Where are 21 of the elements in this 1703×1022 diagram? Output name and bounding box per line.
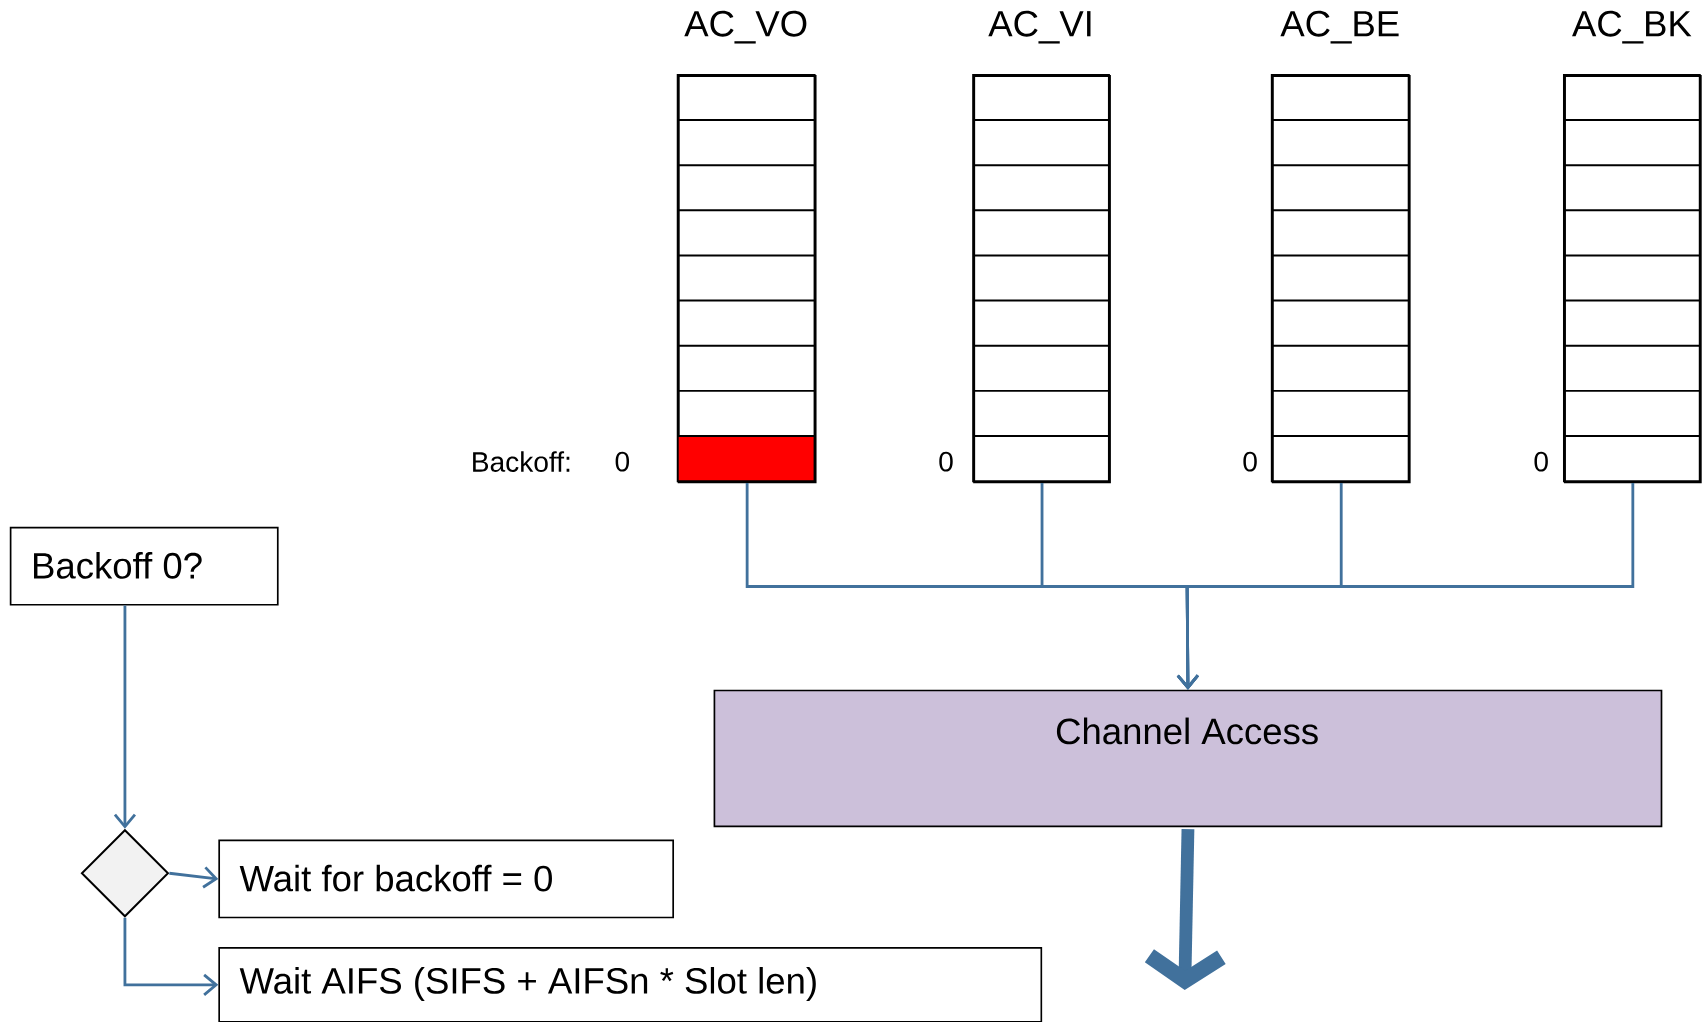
channel-access-box: Channel Access (713, 689, 1663, 828)
arrow (1176, 483, 1635, 690)
queue-drawing (972, 73, 1111, 484)
decision-box: Backoff 0? (9, 526, 279, 606)
backoff-value: 0 (1243, 451, 1257, 472)
process-box: Wait for backoff = 0 (218, 839, 674, 919)
queue-title: AC_VO (684, 10, 807, 44)
arrow (123, 917, 219, 996)
arrow (113, 605, 136, 829)
queue-title: AC_BK (1572, 10, 1692, 44)
queue-drawing (1270, 73, 1411, 484)
queue-drawing (676, 73, 817, 484)
arrow (169, 866, 219, 889)
backoff-value: 0 (615, 451, 630, 472)
queue-title: AC_VI (988, 10, 1091, 44)
backoff-value: 0 (939, 451, 953, 472)
backoff-value: Backoff: (473, 451, 570, 472)
process-box: Wait AIFS (SIFS + AIFSn * Slot len) (218, 947, 1043, 1022)
backoff-value: 0 (1534, 451, 1548, 472)
queue-drawing (1563, 73, 1702, 484)
queue-title: AC_BE (1280, 10, 1399, 44)
